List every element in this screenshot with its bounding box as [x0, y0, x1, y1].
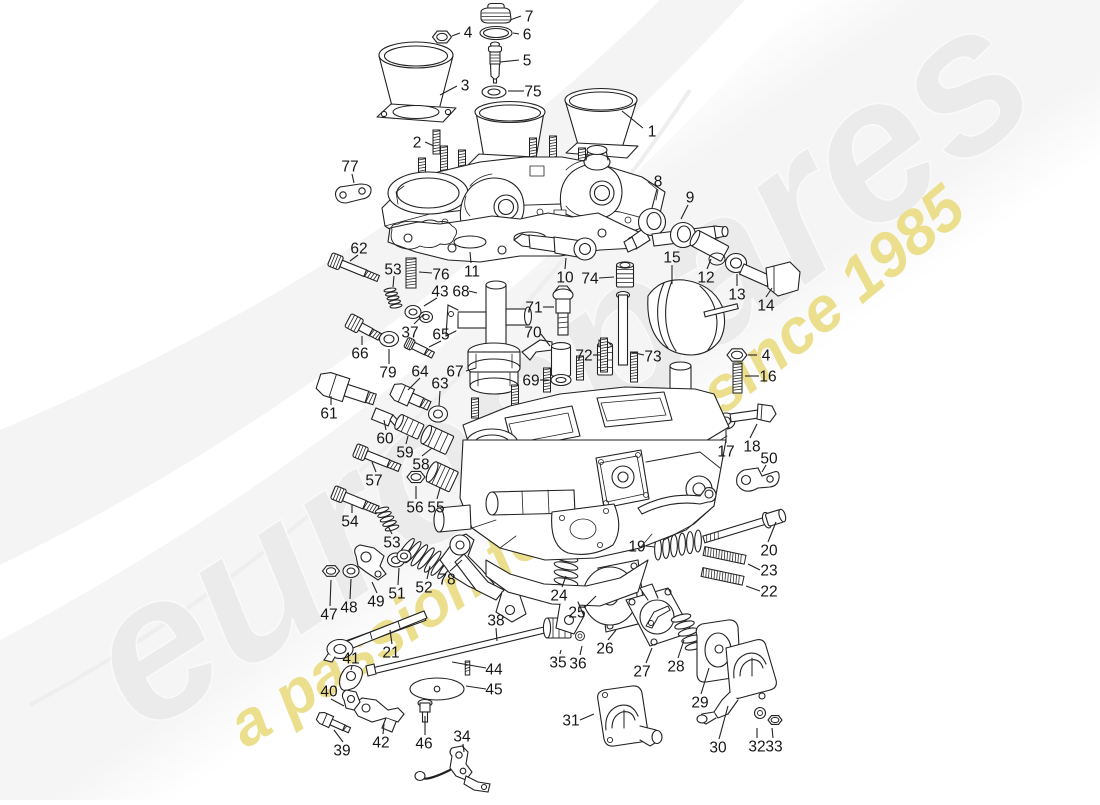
- svg-text:33: 33: [765, 739, 782, 756]
- svg-text:38: 38: [487, 613, 504, 630]
- svg-text:47: 47: [320, 607, 337, 624]
- svg-text:79: 79: [379, 365, 396, 382]
- svg-text:11: 11: [464, 264, 480, 281]
- svg-text:24: 24: [550, 588, 568, 605]
- svg-text:72: 72: [575, 348, 592, 365]
- svg-text:66: 66: [351, 346, 368, 363]
- svg-text:4: 4: [762, 348, 771, 365]
- svg-text:77: 77: [341, 159, 358, 176]
- svg-text:53: 53: [383, 535, 400, 552]
- svg-text:26: 26: [596, 641, 613, 658]
- svg-text:60: 60: [376, 431, 394, 448]
- svg-text:8: 8: [654, 174, 663, 191]
- svg-text:46: 46: [415, 736, 432, 753]
- svg-text:32: 32: [748, 739, 765, 756]
- svg-text:44: 44: [485, 662, 503, 679]
- svg-text:69: 69: [522, 373, 539, 390]
- svg-text:49: 49: [367, 594, 384, 611]
- svg-text:19: 19: [628, 539, 645, 556]
- svg-text:41: 41: [342, 651, 359, 668]
- svg-text:6: 6: [523, 27, 532, 44]
- svg-text:67: 67: [446, 364, 463, 381]
- svg-text:29: 29: [691, 695, 708, 712]
- svg-text:53: 53: [384, 262, 401, 279]
- svg-text:31: 31: [562, 713, 579, 730]
- svg-text:55: 55: [427, 500, 444, 517]
- svg-text:23: 23: [760, 563, 777, 580]
- svg-text:73: 73: [644, 349, 661, 366]
- svg-text:7: 7: [525, 9, 534, 26]
- svg-text:21: 21: [382, 645, 399, 662]
- svg-text:50: 50: [760, 451, 778, 468]
- svg-text:28: 28: [667, 659, 684, 676]
- svg-text:62: 62: [350, 241, 367, 258]
- svg-text:56: 56: [406, 500, 423, 517]
- svg-text:39: 39: [333, 743, 350, 760]
- svg-text:48: 48: [340, 600, 357, 617]
- svg-text:2: 2: [413, 135, 422, 152]
- svg-text:1: 1: [648, 124, 657, 141]
- svg-text:54: 54: [341, 514, 359, 531]
- svg-text:35: 35: [549, 655, 566, 672]
- svg-text:45: 45: [485, 682, 502, 699]
- svg-text:25: 25: [568, 605, 585, 622]
- svg-text:22: 22: [760, 584, 777, 601]
- svg-text:30: 30: [709, 740, 727, 757]
- svg-text:36: 36: [569, 656, 586, 673]
- svg-text:43: 43: [431, 284, 448, 301]
- svg-text:27: 27: [633, 664, 650, 681]
- svg-text:68: 68: [452, 284, 469, 301]
- svg-text:59: 59: [396, 445, 413, 462]
- svg-text:63: 63: [431, 376, 448, 393]
- svg-text:10: 10: [556, 270, 574, 287]
- svg-text:18: 18: [743, 439, 760, 456]
- svg-text:74: 74: [581, 271, 599, 288]
- svg-text:20: 20: [760, 543, 778, 560]
- svg-text:58: 58: [412, 457, 429, 474]
- svg-text:51: 51: [388, 586, 405, 603]
- svg-text:34: 34: [453, 729, 471, 746]
- svg-text:14: 14: [757, 298, 775, 315]
- svg-text:42: 42: [372, 735, 389, 752]
- svg-text:4: 4: [464, 25, 473, 42]
- svg-text:5: 5: [523, 53, 532, 70]
- svg-text:71: 71: [525, 300, 542, 317]
- svg-text:3: 3: [461, 78, 470, 95]
- svg-text:12: 12: [697, 270, 714, 287]
- svg-text:13: 13: [728, 287, 745, 304]
- svg-text:40: 40: [320, 684, 338, 701]
- svg-text:57: 57: [365, 473, 382, 490]
- svg-text:9: 9: [686, 190, 695, 207]
- svg-text:52: 52: [415, 580, 432, 597]
- svg-text:76: 76: [432, 267, 449, 284]
- svg-text:75: 75: [524, 84, 541, 101]
- svg-text:61: 61: [320, 406, 337, 423]
- svg-text:16: 16: [759, 369, 776, 386]
- svg-text:64: 64: [411, 364, 429, 381]
- svg-text:78: 78: [438, 572, 455, 589]
- svg-text:17: 17: [717, 444, 734, 461]
- svg-text:37: 37: [401, 325, 418, 342]
- svg-text:70: 70: [524, 325, 542, 342]
- svg-text:15: 15: [663, 250, 680, 267]
- svg-text:65: 65: [432, 327, 449, 344]
